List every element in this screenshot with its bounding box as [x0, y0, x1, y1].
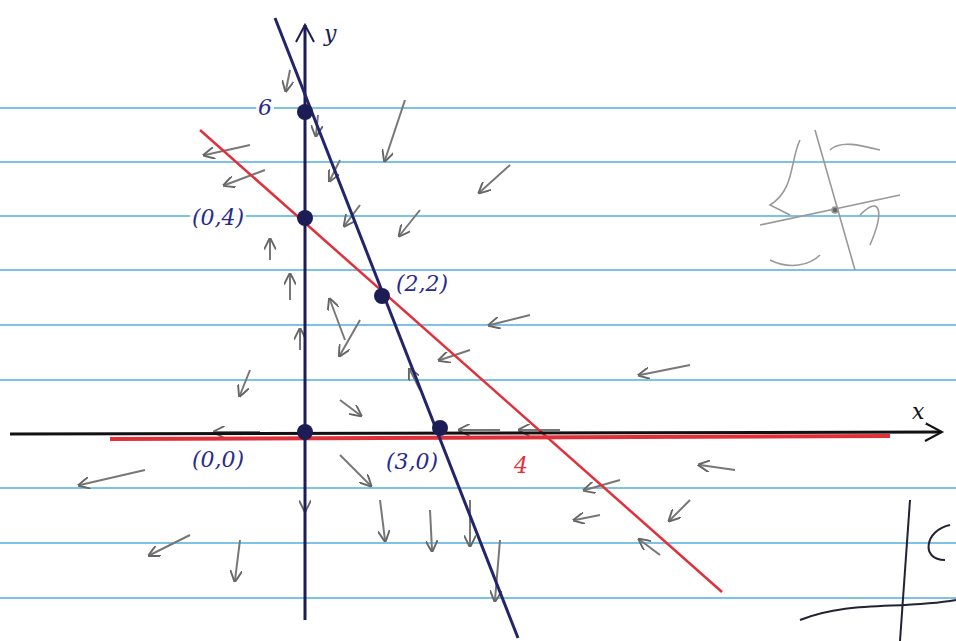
point-label: (0,0)	[190, 448, 246, 472]
direction-arrows	[80, 70, 735, 600]
axis-label: x	[910, 400, 926, 424]
intercept-label: 4	[512, 454, 530, 478]
axis-label: y	[322, 22, 338, 46]
sketch	[760, 130, 900, 270]
point-label: (2,2)	[394, 272, 450, 296]
corner-sketch	[800, 500, 956, 641]
x-axis	[10, 432, 940, 434]
ruled-lines	[0, 108, 956, 598]
point-label: (0,4)	[190, 206, 246, 230]
x-arrow	[925, 423, 942, 441]
y-arrow	[296, 25, 314, 42]
point-label: (3,0)	[384, 450, 440, 474]
nullcline-red-axis	[110, 436, 890, 439]
intercept-label: 6	[256, 96, 274, 120]
nullcline-red	[200, 130, 722, 592]
nullcline-blue	[275, 18, 518, 638]
